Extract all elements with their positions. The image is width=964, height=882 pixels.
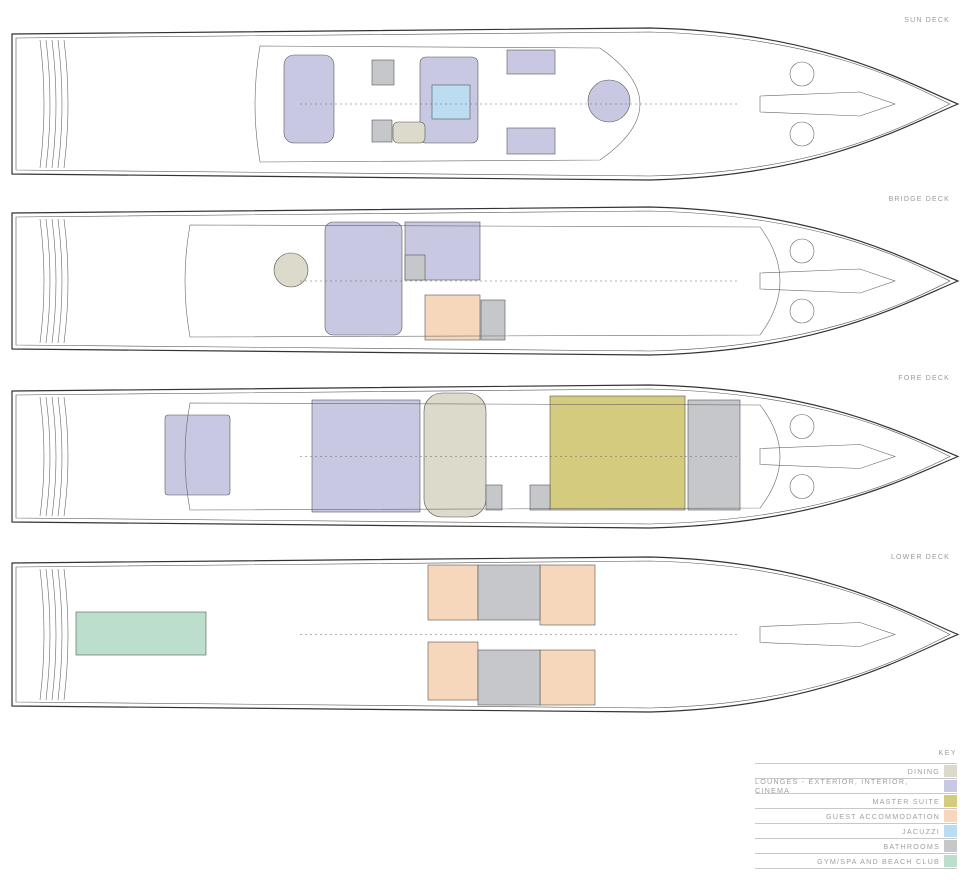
- sun-bathroom: [371, 59, 395, 86]
- sun-stern-steps: [63, 39, 69, 169]
- legend: KEY DINING LOUNGES - EXTERIOR, INTERIOR,…: [755, 750, 957, 869]
- sun-bathroom-2: [371, 119, 393, 143]
- fore-stern-steps: [63, 396, 69, 517]
- legend-swatch: [944, 825, 957, 837]
- sun-stern-steps: [45, 39, 51, 169]
- deck-label-lower: LOWER DECK: [890, 554, 950, 561]
- lower-bow-deck: [759, 622, 896, 647]
- legend-swatch: [944, 795, 957, 807]
- lower-beach-club: [75, 611, 207, 656]
- lower-stern-steps: [57, 568, 63, 701]
- sun-jacuzzi: [431, 84, 471, 120]
- legend-swatch: [944, 855, 957, 867]
- sun-stern-steps: [57, 39, 63, 169]
- lower-guest-cabin-2: [427, 641, 479, 701]
- lower-guest-cabin-1: [427, 564, 479, 621]
- winch-icon: [789, 121, 815, 147]
- fore-deck-hull-inner: [15, 388, 951, 525]
- bridge-stern-steps: [57, 218, 63, 344]
- legend-item-guest: GUEST ACCOMMODATION: [755, 808, 957, 823]
- sun-stern-steps: [51, 39, 57, 169]
- legend-item-jacuzzi: JACUZZI: [755, 823, 957, 838]
- fore-stern-steps: [51, 396, 57, 517]
- winch-icon: [789, 474, 815, 499]
- sun-lounge-fwd-port: [506, 49, 556, 75]
- lower-guest-cabin-4: [539, 649, 596, 706]
- bridge-bathroom: [480, 299, 506, 341]
- sun-lounge-circle: [587, 79, 631, 123]
- lower-bathroom-2: [477, 649, 541, 706]
- legend-swatch: [944, 780, 957, 792]
- legend-item-bathrooms: BATHROOMS: [755, 838, 957, 853]
- legend-title: KEY: [938, 750, 957, 757]
- fore-bow-deck: [759, 444, 896, 469]
- winch-icon: [789, 238, 815, 264]
- fore-stern-steps: [45, 396, 51, 517]
- sun-superstructure: [254, 45, 641, 163]
- legend-item-lounges: LOUNGES - EXTERIOR, INTERIOR, CINEMA: [755, 777, 957, 795]
- legend-label: LOUNGES - EXTERIOR, INTERIOR, CINEMA: [755, 777, 909, 795]
- sun-stern-steps: [39, 39, 45, 169]
- bridge-guest-cabin: [424, 294, 481, 341]
- sun-deck-hull-inner: [15, 31, 951, 177]
- fore-master-bathroom: [687, 399, 741, 511]
- fore-stern-steps: [39, 396, 45, 517]
- lower-stern-steps: [39, 568, 45, 701]
- legend-label: JACUZZI: [902, 826, 940, 836]
- deck-label-bridge: BRIDGE DECK: [888, 196, 950, 203]
- bridge-lounge-main: [324, 221, 403, 336]
- legend-label: DINING: [907, 766, 940, 776]
- legend-swatch: [944, 765, 957, 777]
- sun-bow-deck: [759, 91, 896, 117]
- bridge-bow-deck: [759, 268, 896, 294]
- fore-stern-steps: [57, 396, 63, 517]
- lower-stern-steps: [63, 568, 69, 701]
- lower-deck-hull-inner: [15, 560, 951, 709]
- fore-dining: [423, 392, 487, 518]
- lower-stern-steps: [45, 568, 51, 701]
- bridge-stern-steps: [63, 218, 69, 344]
- legend-swatch: [944, 840, 957, 852]
- legend-item-master-suite: MASTER SUITE: [755, 793, 957, 808]
- fore-superstructure: [184, 402, 781, 511]
- fore-master-suite: [549, 395, 686, 511]
- legend-label: MASTER SUITE: [872, 796, 940, 806]
- sun-dining: [392, 121, 426, 144]
- winch-icon: [789, 414, 815, 439]
- lower-stern-steps: [51, 568, 57, 701]
- bridge-stern-steps: [45, 218, 51, 344]
- winch-icon: [789, 298, 815, 324]
- winch-icon: [789, 61, 815, 87]
- bridge-stern-steps: [39, 218, 45, 344]
- lower-guest-cabin-3: [539, 564, 596, 626]
- sun-lounge-fwd-stbd: [506, 127, 556, 155]
- legend-item-gym-spa: GYM/SPA AND BEACH CLUB: [755, 853, 957, 869]
- sun-lounge-aft: [283, 54, 335, 144]
- fore-bathroom: [529, 484, 551, 511]
- fore-bathroom-2: [485, 484, 503, 511]
- bridge-superstructure: [184, 224, 781, 338]
- bridge-bathroom-2: [404, 254, 426, 281]
- lower-bathroom-1: [477, 564, 541, 621]
- fore-main-salon: [311, 399, 421, 513]
- deck-label-sun: SUN DECK: [904, 17, 950, 24]
- bridge-dining-table: [273, 252, 309, 288]
- bridge-deck-hull-inner: [15, 210, 951, 352]
- deck-label-fore: FORE DECK: [898, 375, 950, 382]
- legend-label: GUEST ACCOMMODATION: [826, 811, 940, 821]
- bridge-stern-steps: [51, 218, 57, 344]
- legend-label: GYM/SPA AND BEACH CLUB: [817, 856, 940, 866]
- legend-swatch: [944, 810, 957, 822]
- legend-item-dining: DINING: [755, 763, 957, 778]
- fore-lounge-aft-deck: [164, 414, 231, 496]
- legend-label: BATHROOMS: [883, 841, 940, 851]
